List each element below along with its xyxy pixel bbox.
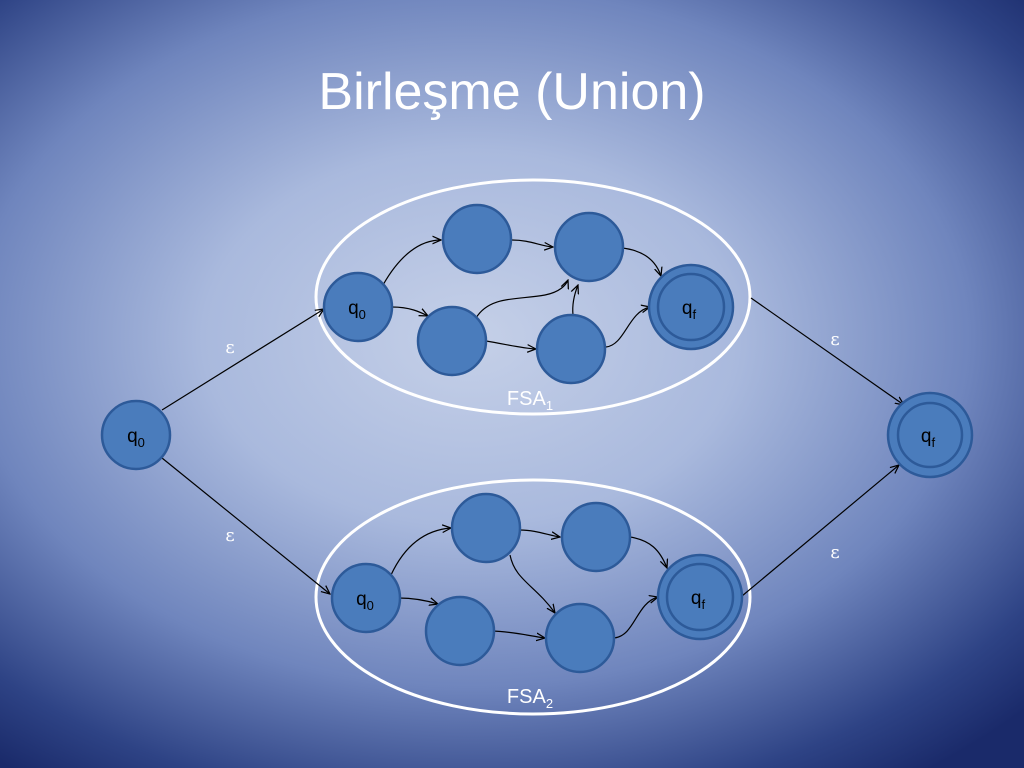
- fsa1-state: [535, 313, 607, 385]
- start-state-sub: 0: [138, 435, 145, 450]
- epsilon-label-fsa1-final: ε: [830, 329, 839, 350]
- fsa2-state: [560, 501, 632, 573]
- fsa1-start-state: q0: [322, 271, 394, 343]
- fsa2-final-state: qf: [656, 553, 744, 641]
- fsa1-label: FSA: [507, 388, 547, 410]
- epsilon-label-start-fsa1: ε: [225, 337, 234, 358]
- fsa1-internal-edges: [382, 240, 661, 349]
- fsa2-final-label: q: [691, 588, 702, 609]
- slide-title: Birleşme (Union): [318, 63, 706, 121]
- fsa1-start-label: q: [348, 298, 359, 319]
- fsa2-state: [544, 602, 616, 674]
- final-state-sub: f: [931, 435, 935, 450]
- fsa2-start-state: q0: [330, 562, 402, 634]
- svg-text:q0: q0: [356, 589, 374, 613]
- fsa2-state: [424, 595, 496, 667]
- fsa1-start-sub: 0: [359, 307, 366, 322]
- fsa1-state: [441, 203, 513, 275]
- fsa1-final-label: q: [682, 298, 693, 319]
- edge-fsa1-to-final: [750, 297, 904, 405]
- epsilon-edges: [161, 297, 904, 597]
- svg-text:qf: qf: [691, 588, 706, 612]
- svg-text:FSA1: FSA1: [507, 388, 553, 413]
- fsa1-state: [553, 211, 625, 283]
- fsa2-label: FSA: [507, 686, 547, 708]
- start-state-label: q: [127, 426, 138, 447]
- fsa2-boundary: [314, 478, 752, 716]
- final-state: qf: [886, 391, 974, 479]
- edge-start-to-fsa2: [161, 457, 330, 594]
- svg-text:q0: q0: [127, 426, 145, 450]
- svg-text:q0: q0: [348, 298, 366, 322]
- fsa2-internal-edges: [390, 528, 667, 638]
- svg-text:qf: qf: [921, 426, 936, 450]
- edge-fsa2-to-final: [741, 465, 899, 597]
- start-state: q0: [100, 399, 172, 471]
- fsa2-start-sub: 0: [367, 598, 374, 613]
- fsa1-boundary: [314, 178, 752, 416]
- svg-text:FSA2: FSA2: [507, 686, 553, 711]
- final-state-label: q: [921, 426, 932, 447]
- fsa2-final-sub: f: [701, 597, 705, 612]
- fsa1-final-state: qf: [647, 263, 735, 351]
- epsilon-label-start-fsa2: ε: [225, 525, 234, 546]
- edge-start-to-fsa1: [161, 309, 324, 411]
- epsilon-label-fsa2-final: ε: [830, 542, 839, 563]
- fsa2-state: [450, 492, 522, 564]
- fsa1-state: [416, 305, 488, 377]
- fsa1-final-sub: f: [692, 307, 696, 322]
- svg-text:qf: qf: [682, 298, 697, 322]
- fsa1-label-sub: 1: [546, 398, 553, 413]
- fsa2-label-sub: 2: [546, 696, 553, 711]
- fsa2-start-label: q: [356, 589, 367, 610]
